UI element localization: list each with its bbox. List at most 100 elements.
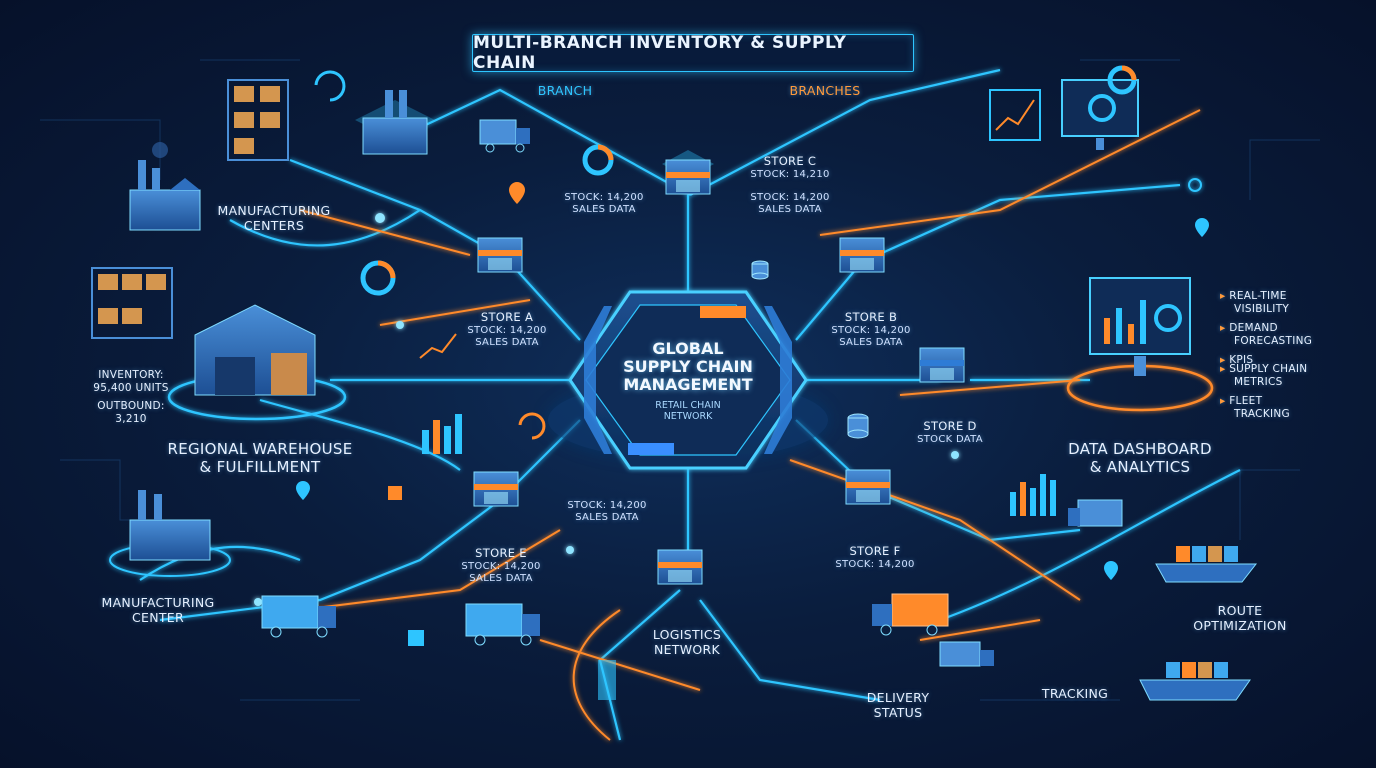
inventory-line2: 95,400 UNITS	[93, 381, 169, 394]
store-c-label: STORE C STOCK: 14,210	[735, 154, 845, 181]
store-e-stock: STOCK: 14,200	[461, 560, 541, 572]
monitor-icon-top	[1061, 79, 1139, 150]
title-banner: MULTI-BRANCH INVENTORY & SUPPLY CHAIN	[472, 33, 914, 73]
store-icons	[473, 150, 965, 585]
kpi-4-line2: TRACKING	[1234, 407, 1290, 420]
hub-title-line3: MANAGEMENT	[623, 374, 753, 394]
kpi-1-line2: FORECASTING	[1234, 334, 1313, 347]
warehouse-label: REGIONAL WAREHOUSE & FULFILLMENT	[160, 440, 360, 476]
page-title: MULTI-BRANCH INVENTORY & SUPPLY CHAIN	[473, 33, 847, 73]
store-b-stock: STOCK: 14,200	[831, 324, 911, 336]
truck-icon-right	[1068, 499, 1123, 527]
store-a-stock: STOCK: 14,200	[467, 324, 547, 336]
manufacturing-centers-line1: MANUFACTURING	[217, 203, 331, 218]
store-e-top-stock: STOCK: 14,200	[567, 500, 647, 511]
hub-title-line2: SUPPLY CHAIN	[623, 356, 753, 376]
hub-sub-line1: RETAIL CHAIN	[655, 399, 721, 411]
kpi-bullet-icon: ▸	[1220, 362, 1230, 375]
store-f-label: STORE F STOCK: 14,200	[820, 544, 930, 571]
kpi-bullet-icon: ▸	[1220, 322, 1230, 335]
kpi-0-line1: REAL-TIME	[1229, 290, 1287, 302]
manufacturing-center-label: MANUFACTURING CENTER	[88, 595, 228, 625]
hub-title-line1: GLOBAL	[652, 339, 724, 358]
route-line1: ROUTE	[1217, 603, 1263, 618]
shelf-icon-left	[91, 267, 173, 339]
store-bottom	[657, 549, 703, 585]
store-f-name: STORE F	[849, 544, 901, 558]
truck-icon-bottom	[465, 603, 540, 646]
store-b-label: STORE B STOCK: 14,200 SALES DATA	[816, 310, 926, 349]
store-d	[919, 347, 965, 383]
truck-icon-orange	[872, 593, 949, 636]
kpi-4-line1: FLEET	[1229, 395, 1263, 408]
factory-icon-top-left	[129, 142, 201, 231]
manufacturing-center-line1: MANUFACTURING	[101, 595, 215, 610]
outbound-line2: 3,210	[115, 412, 147, 425]
store-c-stock2: STOCK: 14,200	[750, 192, 830, 203]
delivery-label: DELIVERY STATUS	[838, 690, 958, 720]
warehouse-icon	[167, 304, 347, 421]
background-circuit	[40, 59, 1320, 701]
location-pin-icon	[296, 182, 1209, 580]
delivery-line2: STATUS	[873, 705, 923, 720]
store-top-label: STOCK: 14,200 SALES DATA	[546, 192, 662, 216]
store-c-name: STORE C	[763, 154, 817, 168]
kpi-item: ▸ KPIs	[1220, 354, 1360, 367]
hub-panel-right	[764, 306, 792, 454]
database-icon	[751, 260, 869, 439]
dashboard-line2: & ANALYTICS	[1089, 458, 1191, 476]
kpi-item: ▸ SUPPLY CHAIN METRICS	[1220, 363, 1360, 388]
store-top-sales: SALES DATA	[572, 204, 636, 215]
kpi-2-line1: KPIs	[1229, 354, 1254, 367]
dashboard-line1: DATA DASHBOARD	[1068, 440, 1212, 458]
factory-icon-bottom-left	[109, 490, 231, 577]
chart-icon-top-right	[989, 89, 1041, 141]
manufacturing-centers-label: MANUFACTURING CENTERS	[204, 203, 344, 233]
store-d-label: STORE D STOCK DATA	[900, 419, 1000, 446]
inventory-line1: INVENTORY:	[98, 369, 164, 381]
factory-icon-top	[355, 90, 435, 155]
outbound-line1: OUTBOUND:	[97, 400, 165, 412]
dashboard-label: DATA DASHBOARD & ANALYTICS	[1060, 440, 1220, 476]
store-c-data: STOCK: 14,200 SALES DATA	[735, 192, 845, 216]
kpi-item: ▸ REAL-TIME VISIBILITY	[1220, 290, 1360, 315]
outbound-label: OUTBOUND: 3,210	[76, 400, 186, 425]
chart-icon-a	[419, 333, 457, 359]
kpi-3-line1: SUPPLY CHAIN	[1229, 362, 1308, 375]
manufacturing-centers-line2: CENTERS	[243, 218, 305, 233]
store-e-name: STORE E	[475, 546, 527, 560]
store-f-stock: STOCK: 14,200	[835, 558, 915, 570]
ship-icon-bottom	[1139, 662, 1251, 701]
kpi-bullet-icon: ▸	[1220, 290, 1230, 302]
refresh-icon	[314, 70, 546, 440]
kpi-bullet-icon: ▸	[1220, 354, 1230, 367]
store-e-sales: SALES DATA	[469, 572, 533, 584]
store-f	[845, 469, 891, 505]
logistics-line1: LOGISTICS	[652, 627, 722, 642]
tracking-label: TRACKING	[1041, 686, 1109, 701]
route-line2: OPTIMIZATION	[1193, 618, 1287, 633]
store-e-label: STORE E STOCK: 14,200 SALES DATA	[446, 546, 556, 585]
hub-sub-line2: NETWORK	[663, 411, 713, 423]
hub-panel-left	[584, 306, 612, 454]
store-c-stock: STOCK: 14,210	[750, 168, 830, 180]
store-top-stock: STOCK: 14,200	[564, 192, 644, 203]
manufacturing-center-line2: CENTER	[132, 610, 184, 625]
route-label: ROUTE OPTIMIZATION	[1180, 603, 1300, 633]
kpi-3-line2: METRICS	[1234, 375, 1283, 388]
monitor-icon-dashboard	[1066, 277, 1214, 412]
box-icon	[388, 486, 616, 700]
store-e-top-label: STOCK: 14,200 SALES DATA	[552, 500, 662, 524]
hub-panel-bottom-blue	[628, 443, 674, 455]
kpi-item: ▸ FLEET TRACKING	[1220, 395, 1360, 420]
central-hub	[548, 290, 828, 470]
donut-icon	[360, 65, 1137, 296]
logistics-label: LOGISTICS NETWORK	[632, 627, 742, 657]
kpi-item: ▸ DEMAND FORECASTING	[1220, 322, 1360, 347]
header-tag-branch: BRANCH	[537, 83, 593, 98]
store-d-name: STORE D	[923, 419, 977, 433]
store-b-sales: SALES DATA	[839, 336, 903, 348]
store-a	[477, 237, 523, 273]
warehouse-line1: REGIONAL WAREHOUSE	[167, 440, 353, 458]
kpi-bullet-icon: ▸	[1220, 395, 1230, 408]
